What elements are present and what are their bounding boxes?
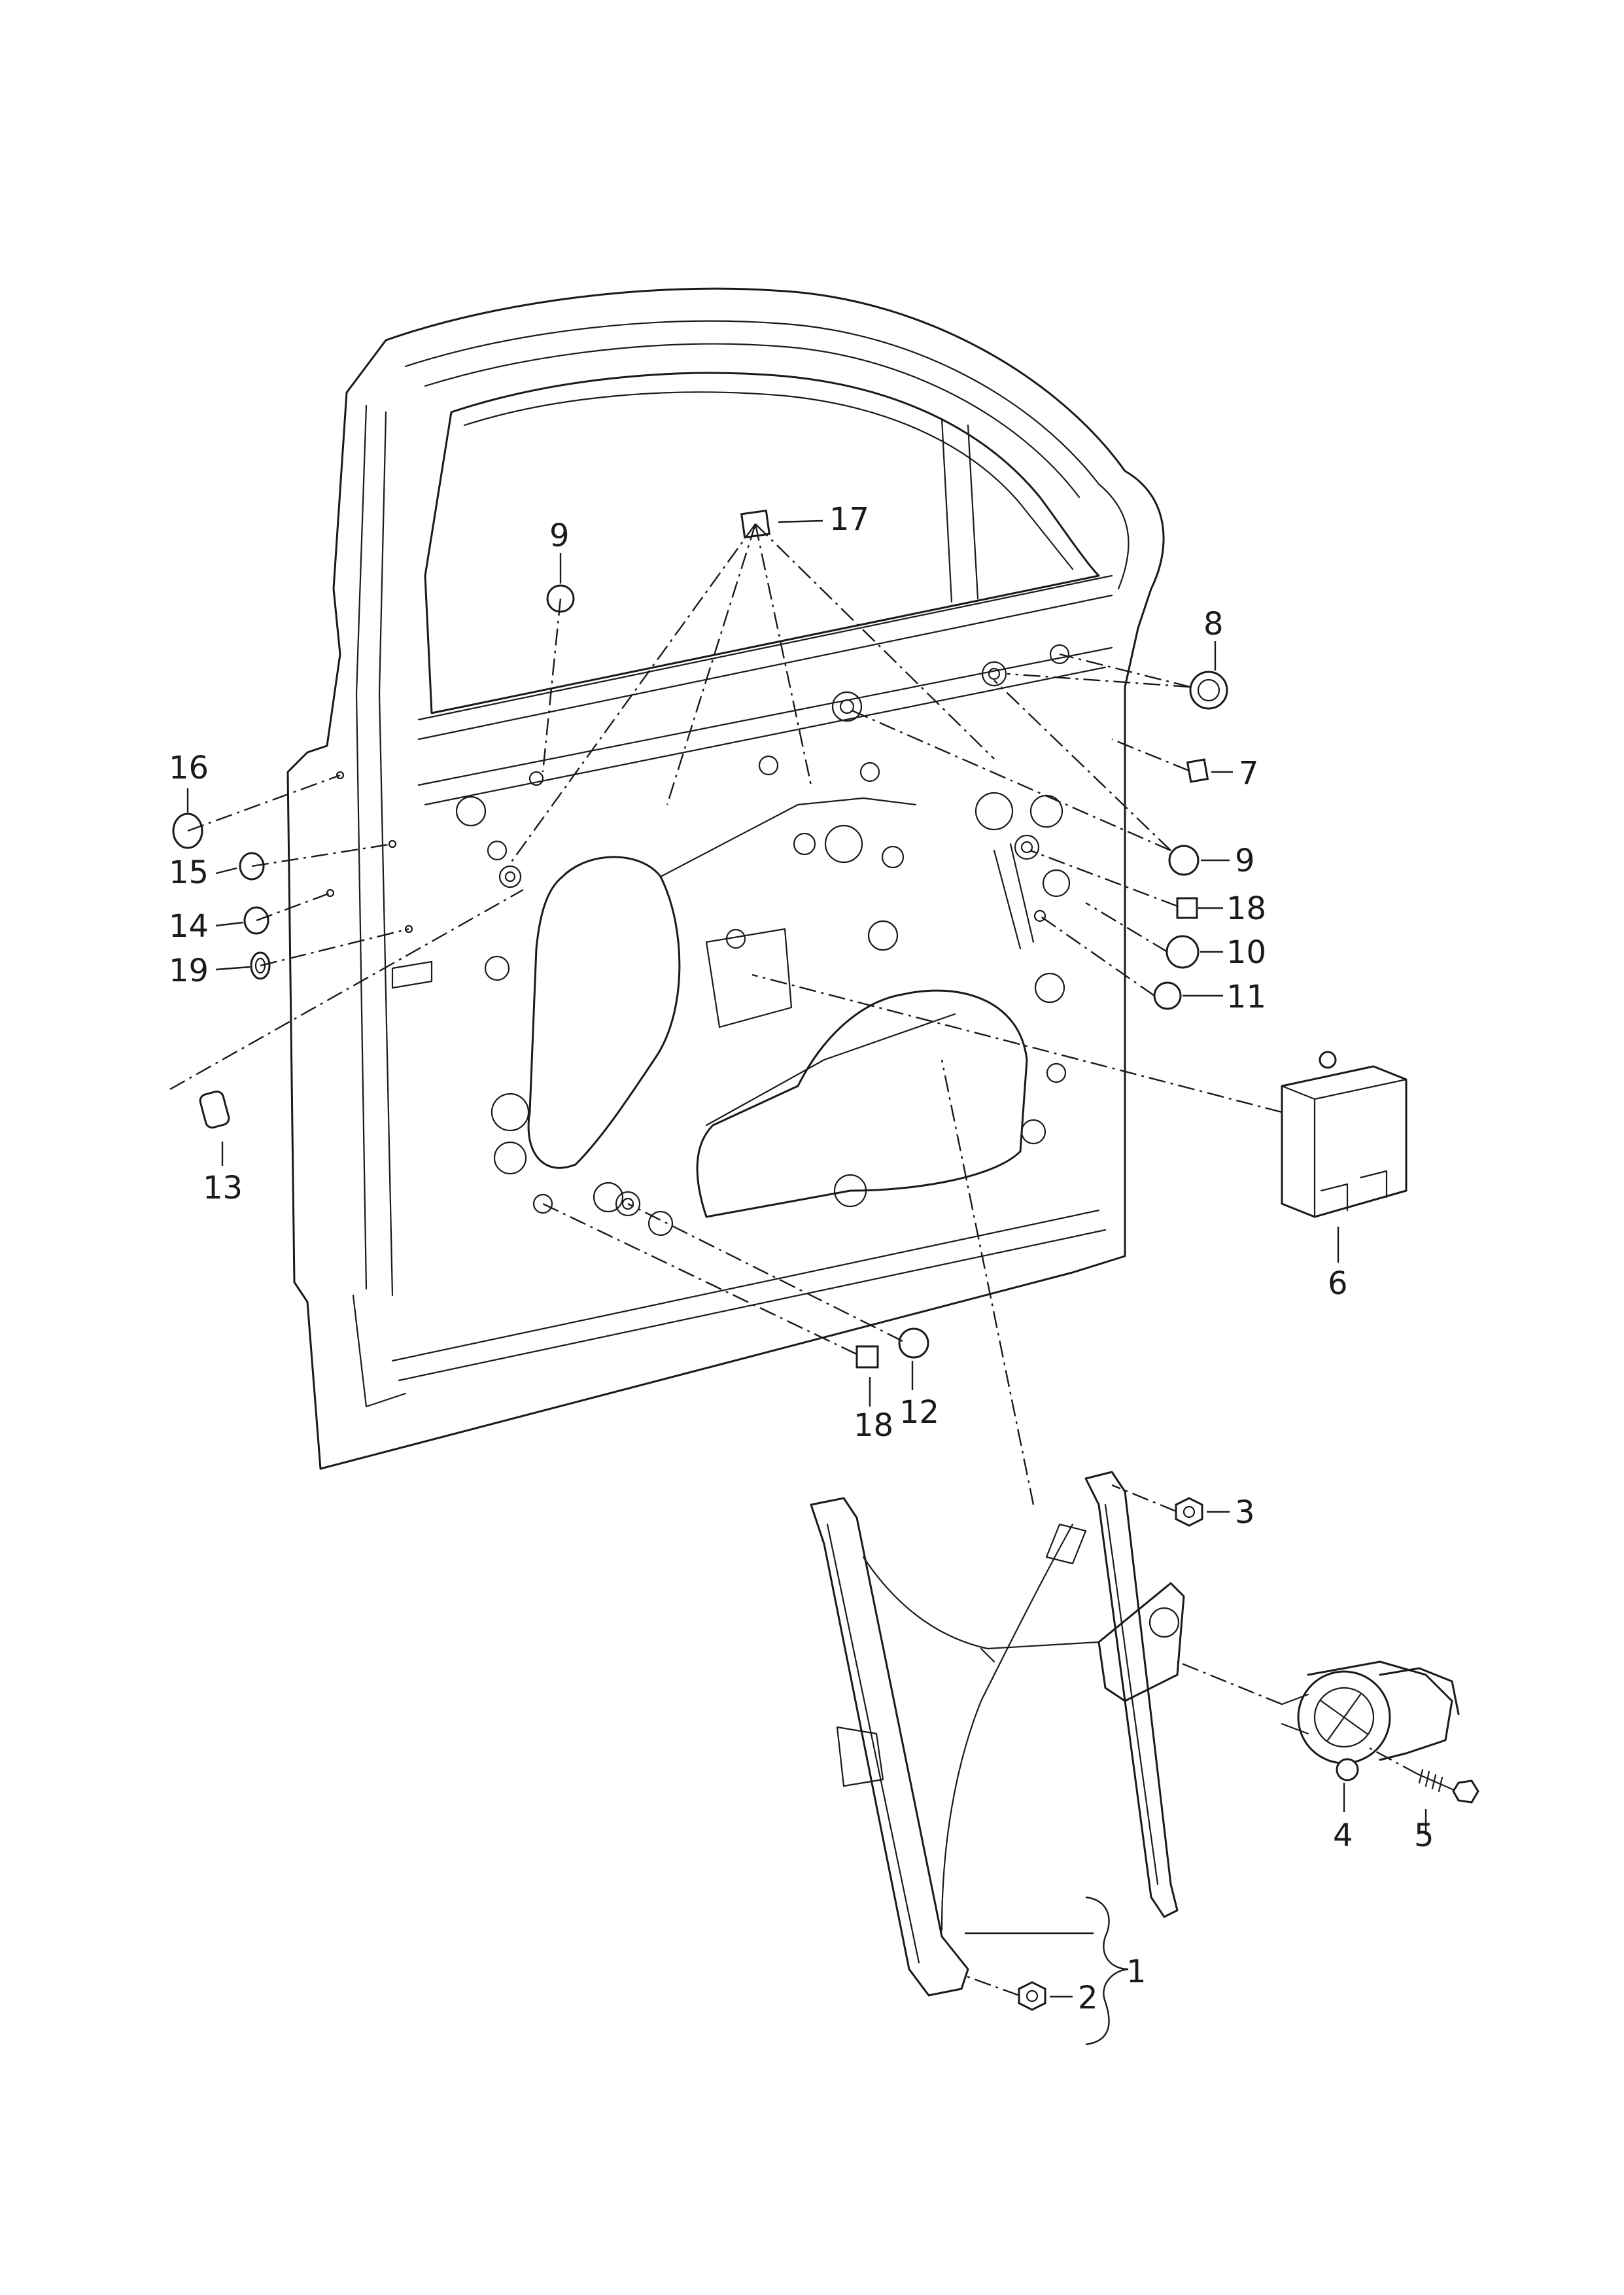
leader-lines [169, 523, 1419, 1997]
callout-ticks [186, 519, 1427, 2046]
door-shell [286, 287, 1165, 1470]
callout-9-top: 9 [549, 517, 570, 554]
callout-18-right: 18 [1226, 890, 1266, 927]
callout-12: 12 [899, 1394, 939, 1431]
callout-11: 11 [1226, 979, 1266, 1015]
callout-10: 10 [1226, 934, 1266, 971]
window-regulator [810, 1471, 1185, 1997]
callout-8: 8 [1203, 606, 1224, 642]
callout-16: 16 [169, 750, 209, 786]
callout-5: 5 [1414, 1817, 1434, 1854]
callout-7: 7 [1239, 755, 1259, 792]
callout-9-right: 9 [1235, 843, 1255, 879]
door-control-module [1281, 1051, 1408, 1218]
callout-17: 17 [829, 501, 869, 538]
callouts: 1 2 3 4 5 6 7 8 9 9 10 11 12 13 14 15 16… [169, 501, 1434, 2016]
callout-1: 1 [1126, 1953, 1147, 1990]
callout-2: 2 [1078, 1980, 1098, 2016]
callout-4: 4 [1333, 1817, 1353, 1854]
callout-15: 15 [169, 854, 209, 891]
callout-13: 13 [203, 1170, 243, 1206]
callout-3: 3 [1235, 1494, 1255, 1531]
small-parts [172, 509, 1479, 2011]
window-motor [1281, 1660, 1460, 1781]
callout-18-bottom: 18 [854, 1407, 893, 1444]
callout-6: 6 [1328, 1265, 1348, 1302]
callout-14: 14 [169, 908, 209, 945]
callout-19: 19 [169, 953, 209, 989]
